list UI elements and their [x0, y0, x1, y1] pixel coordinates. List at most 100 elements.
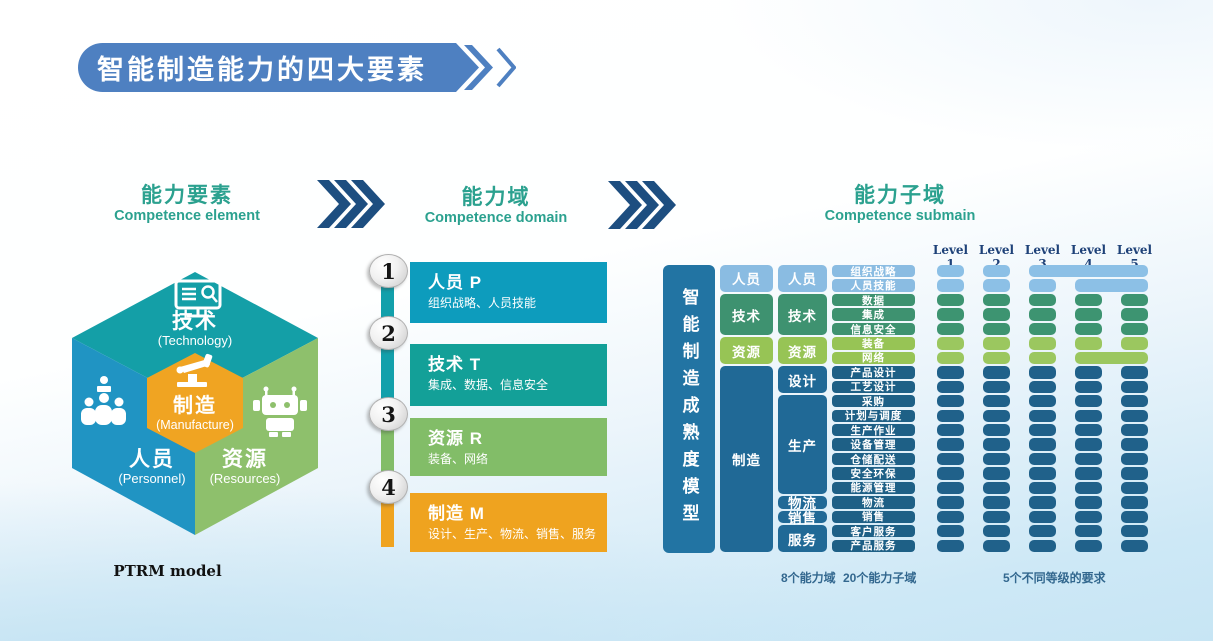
level-cell	[1121, 452, 1148, 466]
level-cell	[1075, 308, 1102, 321]
level-cell	[937, 452, 964, 466]
level-cell	[1121, 380, 1148, 393]
footnote-domains: 8个能力域	[781, 571, 836, 585]
domain-box-resources: 资源 R 装备、网络	[410, 418, 607, 476]
domain-group: 资源	[720, 337, 773, 365]
face-resources: 资源 (Resources)	[185, 448, 305, 486]
domain-subtitle: 集成、数据、信息安全	[428, 378, 549, 392]
subdomain-group: 生产	[778, 395, 827, 495]
level-cell	[1029, 438, 1056, 451]
subdomain-group: 人员	[778, 265, 827, 292]
subdomain-group: 资源	[778, 337, 827, 365]
level-cell	[1075, 525, 1102, 538]
subdomain-label: 装备	[832, 337, 915, 350]
subdomain-label: 设备管理	[832, 438, 915, 451]
level-cell	[937, 423, 964, 437]
domain-box-personnel: 人员 P 组织战略、人员技能	[410, 262, 607, 323]
connector-orange	[381, 490, 394, 547]
subdomain-label: 集成	[832, 308, 915, 321]
level-cell	[1121, 337, 1148, 350]
level-cell	[937, 308, 964, 321]
domain-group: 人员	[720, 265, 773, 292]
level-cell	[1075, 293, 1102, 307]
subdomain-label: 采购	[832, 395, 915, 408]
subdomain-label: 客户服务	[832, 525, 915, 538]
robot-arm-icon	[176, 353, 213, 387]
level-cell	[1075, 322, 1102, 336]
level-cell	[1075, 496, 1102, 509]
maturity-table: 智能制造成熟度模型 人员技术资源制造人员技术资源设计生产物流销售服务组织战略人员…	[663, 265, 1149, 553]
level-cell	[983, 423, 1010, 437]
subdomain-label: 物流	[832, 496, 915, 509]
title-banner: 智能制造能力的四大要素	[78, 43, 446, 92]
level-cell	[983, 467, 1010, 480]
level-cell	[1029, 409, 1056, 422]
face-zh: 制造	[173, 395, 217, 417]
level-cell	[1121, 525, 1148, 538]
subdomain-label: 人员技能	[832, 279, 915, 292]
footnote-levels: 5个不同等级的要求	[1003, 571, 1106, 585]
level-cell	[1029, 380, 1056, 393]
level-cell	[1075, 409, 1102, 422]
level-cell	[1075, 539, 1102, 552]
face-manufacture: 制造 (Manufacture)	[125, 395, 265, 433]
level-cell	[1075, 366, 1102, 379]
level-cell	[983, 351, 1010, 365]
level-cell	[1121, 322, 1148, 336]
domain-subtitle: 组织战略、人员技能	[428, 296, 537, 310]
level-cell	[937, 395, 964, 408]
step-number-2: 2	[369, 316, 408, 350]
level-cell	[937, 293, 964, 307]
level-cell	[937, 351, 964, 365]
level-cell	[1029, 452, 1056, 466]
subdomain-group: 设计	[778, 366, 827, 393]
chevron-right-icon	[317, 180, 385, 228]
level-cell	[1121, 423, 1148, 437]
level-cell	[937, 525, 964, 538]
domain-group: 技术	[720, 293, 773, 336]
level-cell	[1121, 481, 1148, 495]
level-header-1: Level 1	[932, 243, 969, 271]
level-cell	[983, 452, 1010, 466]
level-cell	[1075, 395, 1102, 408]
level-cell	[983, 481, 1010, 495]
level-cell	[1121, 467, 1148, 480]
domain-box-technology: 技术 T 集成、数据、信息安全	[410, 344, 607, 406]
face-en: (Resources)	[209, 471, 281, 486]
subdomain-label: 生产作业	[832, 423, 915, 437]
level-cell	[937, 481, 964, 495]
subdomain-label: 能源管理	[832, 481, 915, 494]
level-cell	[983, 308, 1010, 321]
level-cell	[1121, 308, 1148, 321]
level-cell	[1075, 380, 1102, 393]
face-personnel: 人员 (Personnel)	[92, 448, 212, 486]
subdomain-group: 物流	[778, 496, 827, 511]
domain-subtitle: 装备、网络	[428, 452, 489, 466]
level-cell	[937, 322, 964, 336]
level-cell	[1075, 438, 1102, 451]
subdomain-label: 网络	[832, 351, 915, 364]
header-competence-submain: 能力子域 Competence submain	[810, 184, 990, 225]
level-cell	[1029, 510, 1056, 524]
face-en: (Technology)	[157, 333, 233, 348]
level-cell	[937, 366, 964, 379]
level-cell	[937, 265, 964, 278]
header-en: Competence domain	[424, 210, 568, 226]
level-cell	[937, 510, 964, 524]
level-cell	[983, 438, 1010, 451]
maturity-model-title: 智能制造成熟度模型	[679, 287, 699, 531]
domain-subtitle: 设计、生产、物流、销售、服务	[428, 527, 597, 541]
footnote-subdomains: 20个能力子域	[843, 571, 917, 585]
cube-top-face	[72, 272, 318, 403]
level-cell	[1029, 337, 1056, 350]
level-header-2: Level 2	[978, 243, 1015, 271]
level-cell	[983, 265, 1010, 278]
level-cell	[983, 279, 1010, 292]
level-cell	[1029, 481, 1056, 495]
face-technology: 技术 (Technology)	[120, 310, 270, 348]
level-cell	[1029, 308, 1056, 321]
level-cell	[1029, 395, 1056, 408]
level-header-3: Level 3	[1024, 243, 1061, 271]
subdomain-group: 技术	[778, 293, 827, 336]
level-cell	[983, 395, 1010, 408]
